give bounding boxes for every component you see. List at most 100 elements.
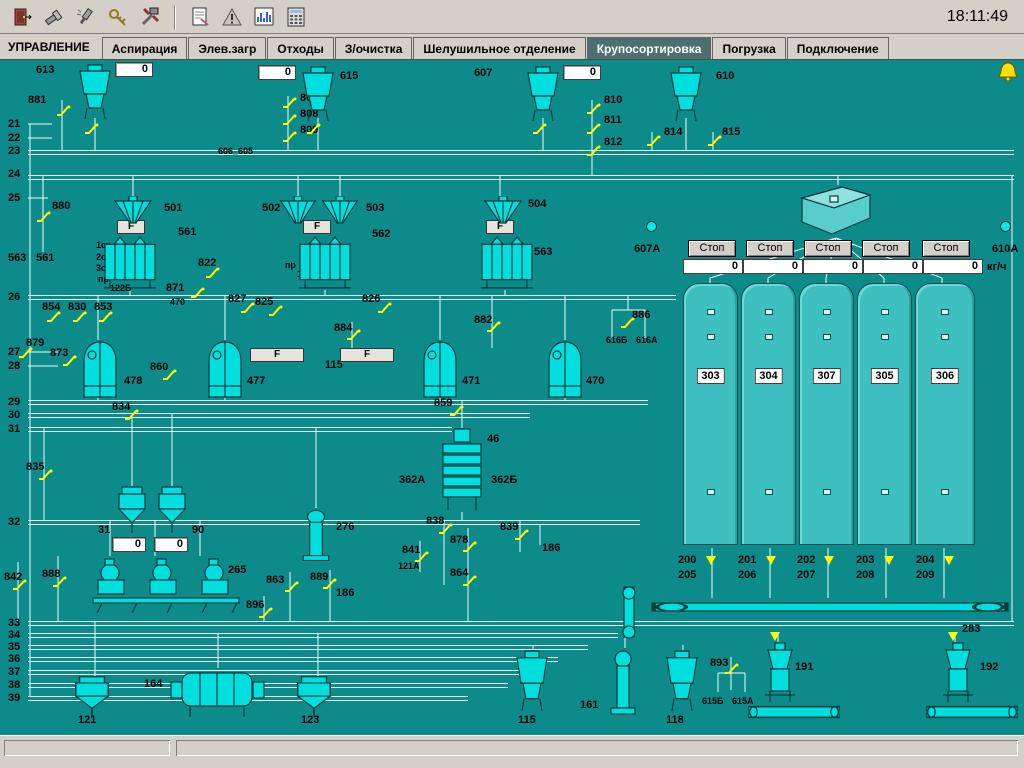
valve-switch-icon[interactable] [438,522,453,534]
machine-503[interactable] [320,196,360,226]
tab-Отходы[interactable]: Отходы [267,37,334,59]
trend-button[interactable] [248,3,280,31]
spray-button[interactable] [70,3,102,31]
machine-90[interactable] [156,486,188,534]
bin-305[interactable]: 305 [857,283,912,545]
valve-switch-icon[interactable] [414,550,429,562]
machine-610[interactable] [664,66,708,122]
valve-switch-icon[interactable] [514,528,529,540]
key-button[interactable] [102,3,134,31]
valve-switch-icon[interactable] [72,310,87,322]
machine-471[interactable] [418,340,462,398]
stop-button[interactable]: Стоп [922,240,970,257]
bin-304[interactable]: 304 [741,283,796,545]
machine-362[interactable] [440,428,484,512]
valve-switch-icon[interactable] [284,580,299,592]
valve-switch-icon[interactable] [724,662,739,674]
valve-switch-icon[interactable] [586,122,601,134]
bin-306[interactable]: 306 [915,283,975,545]
lamp-button[interactable] [38,3,70,31]
stop-button[interactable]: Стоп [862,240,910,257]
valve-switch-icon[interactable] [462,574,477,586]
valve-switch-icon[interactable] [462,540,477,552]
valve-switch-icon[interactable] [268,304,283,316]
machine-164[interactable] [170,668,265,718]
valve-switch-icon[interactable] [190,286,205,298]
valve-switch-icon[interactable] [646,134,661,146]
machine-504[interactable] [482,196,524,226]
valve-switch-icon[interactable] [282,113,297,125]
machine-115[interactable] [510,650,554,712]
valve-switch-icon[interactable] [377,301,392,313]
machine-561[interactable] [101,236,159,290]
valve-switch-icon[interactable] [240,301,255,313]
alarm-button[interactable] [216,3,248,31]
machine-192-conveyor[interactable] [926,700,1018,724]
valve-switch-icon[interactable] [449,404,464,416]
menu-label[interactable]: УПРАВЛЕНИЕ [0,40,102,59]
tab-Элев.загр[interactable]: Элев.загр [188,37,266,59]
valve-switch-icon[interactable] [586,144,601,156]
valve-switch-icon[interactable] [162,368,177,380]
valve-switch-icon[interactable] [306,122,321,134]
machine-191[interactable] [760,642,800,704]
tab-Подключение[interactable]: Подключение [787,37,889,59]
machine-283-conveyor[interactable] [650,598,1010,616]
valve-switch-icon[interactable] [258,606,273,618]
report-button[interactable] [184,3,216,31]
machine-feed-hopper[interactable] [796,182,876,240]
machine-562[interactable] [296,236,354,290]
machine-31[interactable] [116,486,148,534]
tab-Крупосортировка[interactable]: Крупосортировка [587,37,712,59]
valve-switch-icon[interactable] [62,354,77,366]
machine-118[interactable] [660,650,704,712]
valve-switch-icon[interactable] [586,102,601,114]
tab-Погрузка[interactable]: Погрузка [712,37,785,59]
machine-191-conveyor[interactable] [748,700,840,724]
tab-З/очистка[interactable]: З/очистка [335,37,412,59]
machine-161[interactable] [606,648,640,716]
machine-276[interactable] [298,508,334,562]
bin-307[interactable]: 307 [799,283,854,545]
valve-switch-icon[interactable] [52,575,67,587]
valve-switch-icon[interactable] [12,578,27,590]
bin-303[interactable]: 303 [683,283,738,545]
stop-button[interactable]: Стоп [688,240,736,257]
valve-switch-icon[interactable] [322,577,337,589]
machine-501[interactable] [112,196,154,226]
tab-Шелушильное отделение[interactable]: Шелушильное отделение [413,37,585,59]
machine-478[interactable] [78,340,122,398]
machine-613[interactable] [73,64,117,120]
valve-switch-icon[interactable] [282,130,297,142]
stop-button[interactable]: Стоп [746,240,794,257]
valve-switch-icon[interactable] [707,134,722,146]
stop-button[interactable]: Стоп [804,240,852,257]
valve-switch-icon[interactable] [486,320,501,332]
valve-switch-icon[interactable] [346,328,361,340]
machine-192[interactable] [938,642,978,704]
tools-button[interactable] [134,3,166,31]
machine-563[interactable] [478,236,536,290]
machine-502[interactable] [278,196,318,226]
alarm-bell-icon[interactable] [998,62,1018,87]
machine-477[interactable] [203,340,247,398]
tab-Аспирация[interactable]: Аспирация [102,37,188,59]
machine-123[interactable] [294,676,334,718]
machine-615[interactable] [296,66,340,122]
machine-elevator[interactable] [616,584,642,642]
machine-607[interactable] [521,66,565,122]
valve-switch-icon[interactable] [56,104,71,116]
machine-121[interactable] [72,676,112,718]
machine-470[interactable] [543,340,587,398]
valve-switch-icon[interactable] [36,210,51,222]
valve-switch-icon[interactable] [205,266,220,278]
valve-switch-icon[interactable] [84,122,99,134]
valve-switch-icon[interactable] [98,310,113,322]
valve-switch-icon[interactable] [124,408,139,420]
valve-switch-icon[interactable] [620,316,635,328]
valve-switch-icon[interactable] [38,468,53,480]
machine-265[interactable] [92,556,240,614]
table-button[interactable] [280,3,312,31]
valve-switch-icon[interactable] [46,310,61,322]
valve-switch-icon[interactable] [282,96,297,108]
